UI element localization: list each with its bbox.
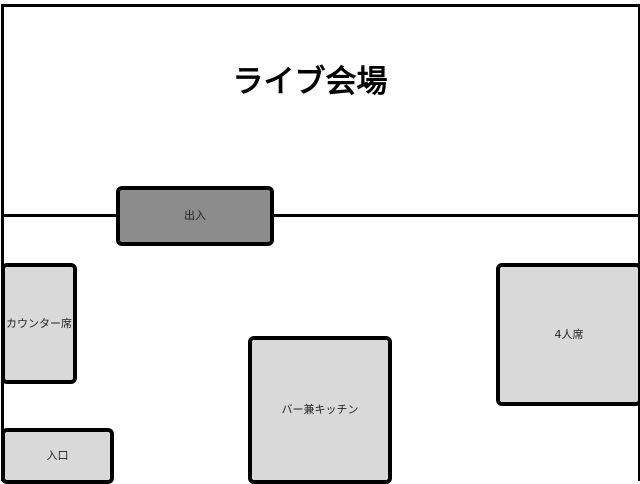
room-divider-wall (2, 214, 638, 217)
bar-kitchen: バー兼キッチン (248, 336, 392, 484)
exit-label: 出入 (184, 209, 206, 222)
four-seat-table: 4人席 (496, 263, 640, 406)
entrance-label: 入口 (46, 449, 69, 462)
bar-kitchen-label: バー兼キッチン (281, 403, 359, 416)
venue-outline (1, 4, 640, 481)
counter-seats: カウンター席 (1, 263, 77, 384)
four-seat-label: 4人席 (554, 327, 584, 341)
exit-door: 出入 (116, 186, 274, 246)
entrance: 入口 (1, 428, 114, 484)
venue-title: ライブ会場 (232, 64, 388, 100)
counter-label: カウンター席 (6, 316, 72, 330)
